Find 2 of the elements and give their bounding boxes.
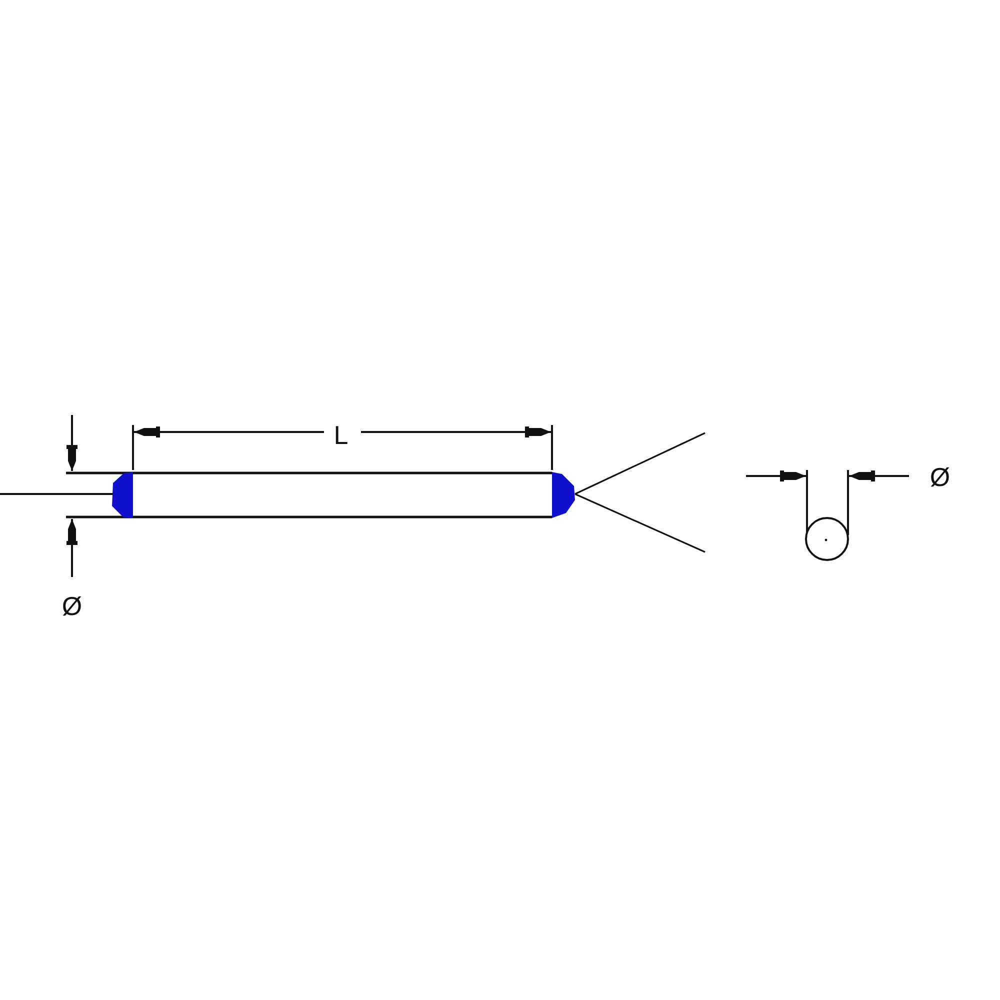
- dimension-label: Ø: [928, 464, 952, 490]
- dimension-label: Ø: [60, 593, 84, 619]
